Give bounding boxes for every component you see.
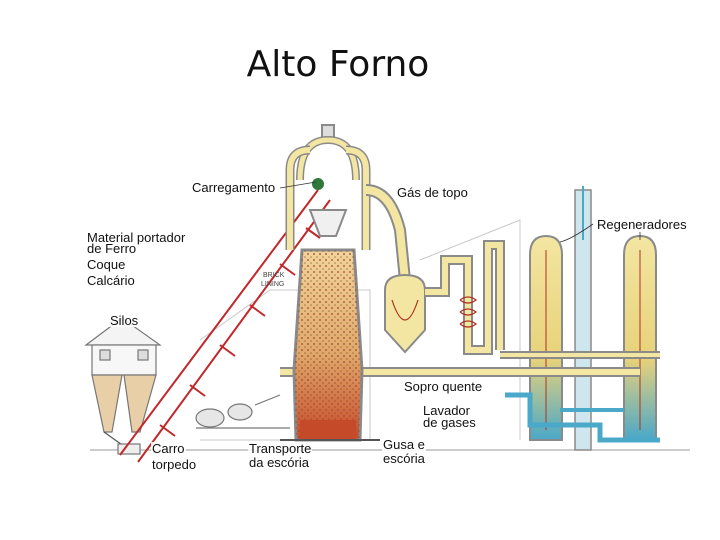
downcomer-pipe — [365, 184, 411, 281]
skip-car — [312, 178, 324, 190]
label-regeneradores: Regeneradores — [596, 217, 688, 232]
label-sopro-quente: Sopro quente — [403, 379, 484, 394]
slide-title: Alto Forno — [246, 44, 430, 85]
label-carro-line1: Carro — [151, 441, 186, 456]
label-brick-line1: BRICK — [263, 272, 285, 279]
label-carro-line2: torpedo — [151, 457, 198, 472]
label-lavador-line1: Lavador — [422, 403, 471, 418]
skip-hoist-conveyor — [119, 189, 331, 463]
label-transporte-line2: da escória — [248, 455, 310, 470]
regenerator-right — [623, 234, 657, 441]
silos — [84, 317, 162, 455]
label-calcario: Calcário — [86, 273, 136, 288]
label-gas-de-topo: Gás de topo — [396, 185, 469, 200]
regenerator-left — [529, 234, 563, 441]
label-lavador-line2: de gases — [422, 415, 477, 430]
blast-furnace — [280, 248, 380, 442]
chimney — [574, 186, 592, 451]
label-brick-line2: LINING — [261, 281, 285, 288]
label-carregamento: Carregamento — [191, 180, 277, 195]
slag-transport — [195, 394, 290, 429]
furnace-top-structure — [285, 124, 371, 250]
label-coque: Coque — [86, 257, 127, 272]
label-transporte-line1: Transporte — [248, 441, 313, 456]
leader-lines — [279, 181, 641, 243]
label-gusa-line1: Gusa e — [382, 437, 426, 452]
label-material-line2: de Ferro — [86, 241, 138, 256]
dust-catcher — [384, 273, 426, 354]
label-material-line1: Material portador — [86, 230, 187, 245]
label-gusa-line2: escória — [382, 451, 426, 466]
gas-washer — [425, 240, 505, 355]
label-silos: Silos — [109, 313, 140, 328]
